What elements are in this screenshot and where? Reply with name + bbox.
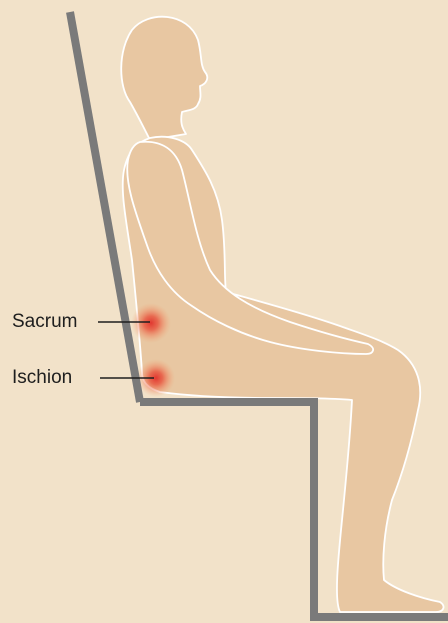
sacrum-hotspot [131,303,171,343]
human-figure [121,17,443,612]
ischion-label: Ischion [12,368,72,387]
figure-head [121,17,207,140]
sacrum-label: Sacrum [12,312,77,331]
